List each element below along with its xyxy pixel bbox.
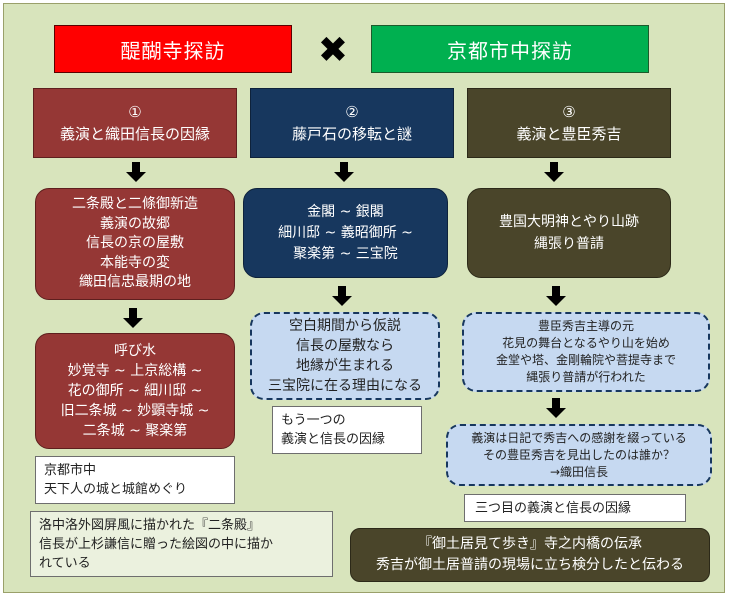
note-line: 三つ目の義演と信長の因縁	[475, 500, 632, 516]
header-kyoto: 京都市中探訪	[371, 25, 649, 73]
col1-box-yobimizu: 呼び水 妙覚寺 ~ 上京総構 ~ 花の御所 ~ 細川邸 ~ 旧二条城 ~ 妙顕寺…	[35, 333, 235, 449]
box-line: 『御土居見て歩き』寺之内橋の伝承	[418, 536, 642, 552]
col1-note-rakuchu: 洛中洛外図屏風に描かれた『二条殿』 信長が上杉謙信に贈った絵図の中に描か れてい…	[30, 511, 333, 577]
col2-box-hypothesis: 空白期間から仮説 信長の屋敷なら 地縁が生まれる 三宝院に在る理由になる	[250, 312, 440, 400]
column-title: 藤戸石の移転と謎	[291, 125, 412, 143]
down-arrow-icon	[334, 162, 354, 182]
note-line: 義演と信長の因縁	[281, 432, 386, 447]
note-line: もう一つの	[281, 413, 346, 428]
column-title: 義演と豊臣秀吉	[516, 125, 622, 143]
header-kyoto-label: 京都市中探訪	[447, 38, 573, 63]
col2-note-another: もう一つの 義演と信長の因縁	[272, 406, 422, 454]
note-line: 信長が上杉謙信に贈った絵図の中に描か	[39, 537, 274, 552]
note-line: 洛中洛外図屏風に描かれた『二条殿』	[39, 518, 261, 533]
box-line: 織田信忠最期の地	[79, 274, 191, 291]
box-line: 花の御所 ~ 細川邸 ~	[67, 383, 203, 399]
box-line: 三宝院に在る理由になる	[268, 378, 422, 394]
col3-box-hideyoshi: 豊臣秀吉主導の元 花見の舞台となるやり山を始め 金堂や塔、金剛輪院や菩提寺まで …	[462, 312, 710, 392]
down-arrow-icon	[126, 162, 146, 182]
down-arrow-icon	[546, 286, 566, 306]
box-line: 信長の京の屋敷	[86, 235, 184, 252]
column-head-3: ③ 義演と豊臣秀吉	[467, 88, 671, 158]
box-line: 義演の故郷	[100, 215, 170, 232]
header-daigoji-label: 醍醐寺探訪	[120, 38, 226, 63]
header-daigoji: 醍醐寺探訪	[54, 25, 292, 73]
box-line: 旧二条城 ~ 妙顕寺城 ~	[60, 403, 210, 419]
box-line: その豊臣秀吉を見出したのは誰か？	[482, 447, 675, 462]
column-number: ②	[345, 103, 359, 121]
box-line: 空白期間から仮説	[289, 318, 401, 334]
box-line: 二条城 ~ 聚楽第	[82, 423, 188, 439]
col2-box-kinkaku: 金閣 ~ 銀閣 細川邸 ~ 義昭御所 ~ 聚楽第 ~ 三宝院	[243, 188, 448, 278]
col1-box-nijo: 二条殿と二條御新造 義演の故郷 信長の京の屋敷 本能寺の変 織田信忠最期の地	[35, 188, 235, 300]
column-number: ③	[562, 103, 576, 121]
column-head-1: ① 義演と織田信長の因縁	[33, 88, 237, 158]
box-line: 花見の舞台となるやり山を始め	[502, 336, 670, 350]
down-arrow-icon	[544, 162, 564, 182]
box-line: 縄張り普請	[534, 236, 604, 252]
col3-note-third: 三つ目の義演と信長の因縁	[464, 494, 686, 522]
box-line: 地縁が生まれる	[296, 358, 394, 374]
box-line: 二条殿と二條御新造	[72, 196, 198, 213]
note-line: れている	[39, 556, 91, 571]
box-line: 呼び水	[114, 343, 156, 359]
down-arrow-icon	[332, 286, 352, 306]
note-line: 京都市中	[44, 463, 97, 478]
box-line: 縄張り普請が行われた	[526, 370, 646, 384]
column-title: 義演と織田信長の因縁	[59, 125, 210, 143]
down-arrow-icon	[123, 308, 143, 328]
down-arrow-icon	[546, 398, 566, 418]
box-line: →織田信長	[549, 464, 609, 479]
cross-icon: ✖	[317, 29, 349, 71]
box-line: 細川邸 ~ 義昭御所 ~	[278, 224, 413, 241]
col3-box-diary: 義演は日記で秀吉への感謝を綴っている その豊臣秀吉を見出したのは誰か？ →織田信…	[446, 424, 712, 486]
box-line: 信長の屋敷なら	[296, 338, 394, 354]
box-line: 聚楽第 ~ 三宝院	[293, 245, 398, 262]
col3-footer-odoi: 『御土居見て歩き』寺之内橋の伝承 秀吉が御土居普請の現場に立ち検分したと伝わる	[350, 528, 710, 582]
col3-box-toyokuni: 豊国大明神とやり山跡 縄張り普請	[467, 188, 671, 278]
box-line: 金閣 ~ 銀閣	[307, 203, 384, 220]
note-line: 天下人の城と城館めぐり	[44, 482, 188, 497]
box-line: 豊国大明神とやり山跡	[499, 214, 639, 230]
box-line: 金堂や塔、金剛輪院や菩提寺まで	[495, 353, 676, 367]
col1-note-kyoto: 京都市中 天下人の城と城館めぐり	[35, 456, 235, 504]
box-line: 本能寺の変	[100, 254, 170, 271]
box-line: 妙覚寺 ~ 上京総構 ~	[67, 363, 203, 379]
box-line: 秀吉が御土居普請の現場に立ち検分したと伝わる	[376, 557, 684, 573]
box-line: 豊臣秀吉主導の元	[537, 319, 634, 333]
box-line: 義演は日記で秀吉への感謝を綴っている	[471, 430, 687, 445]
column-number: ①	[128, 103, 142, 121]
column-head-2: ② 藤戸石の移転と謎	[250, 88, 454, 158]
